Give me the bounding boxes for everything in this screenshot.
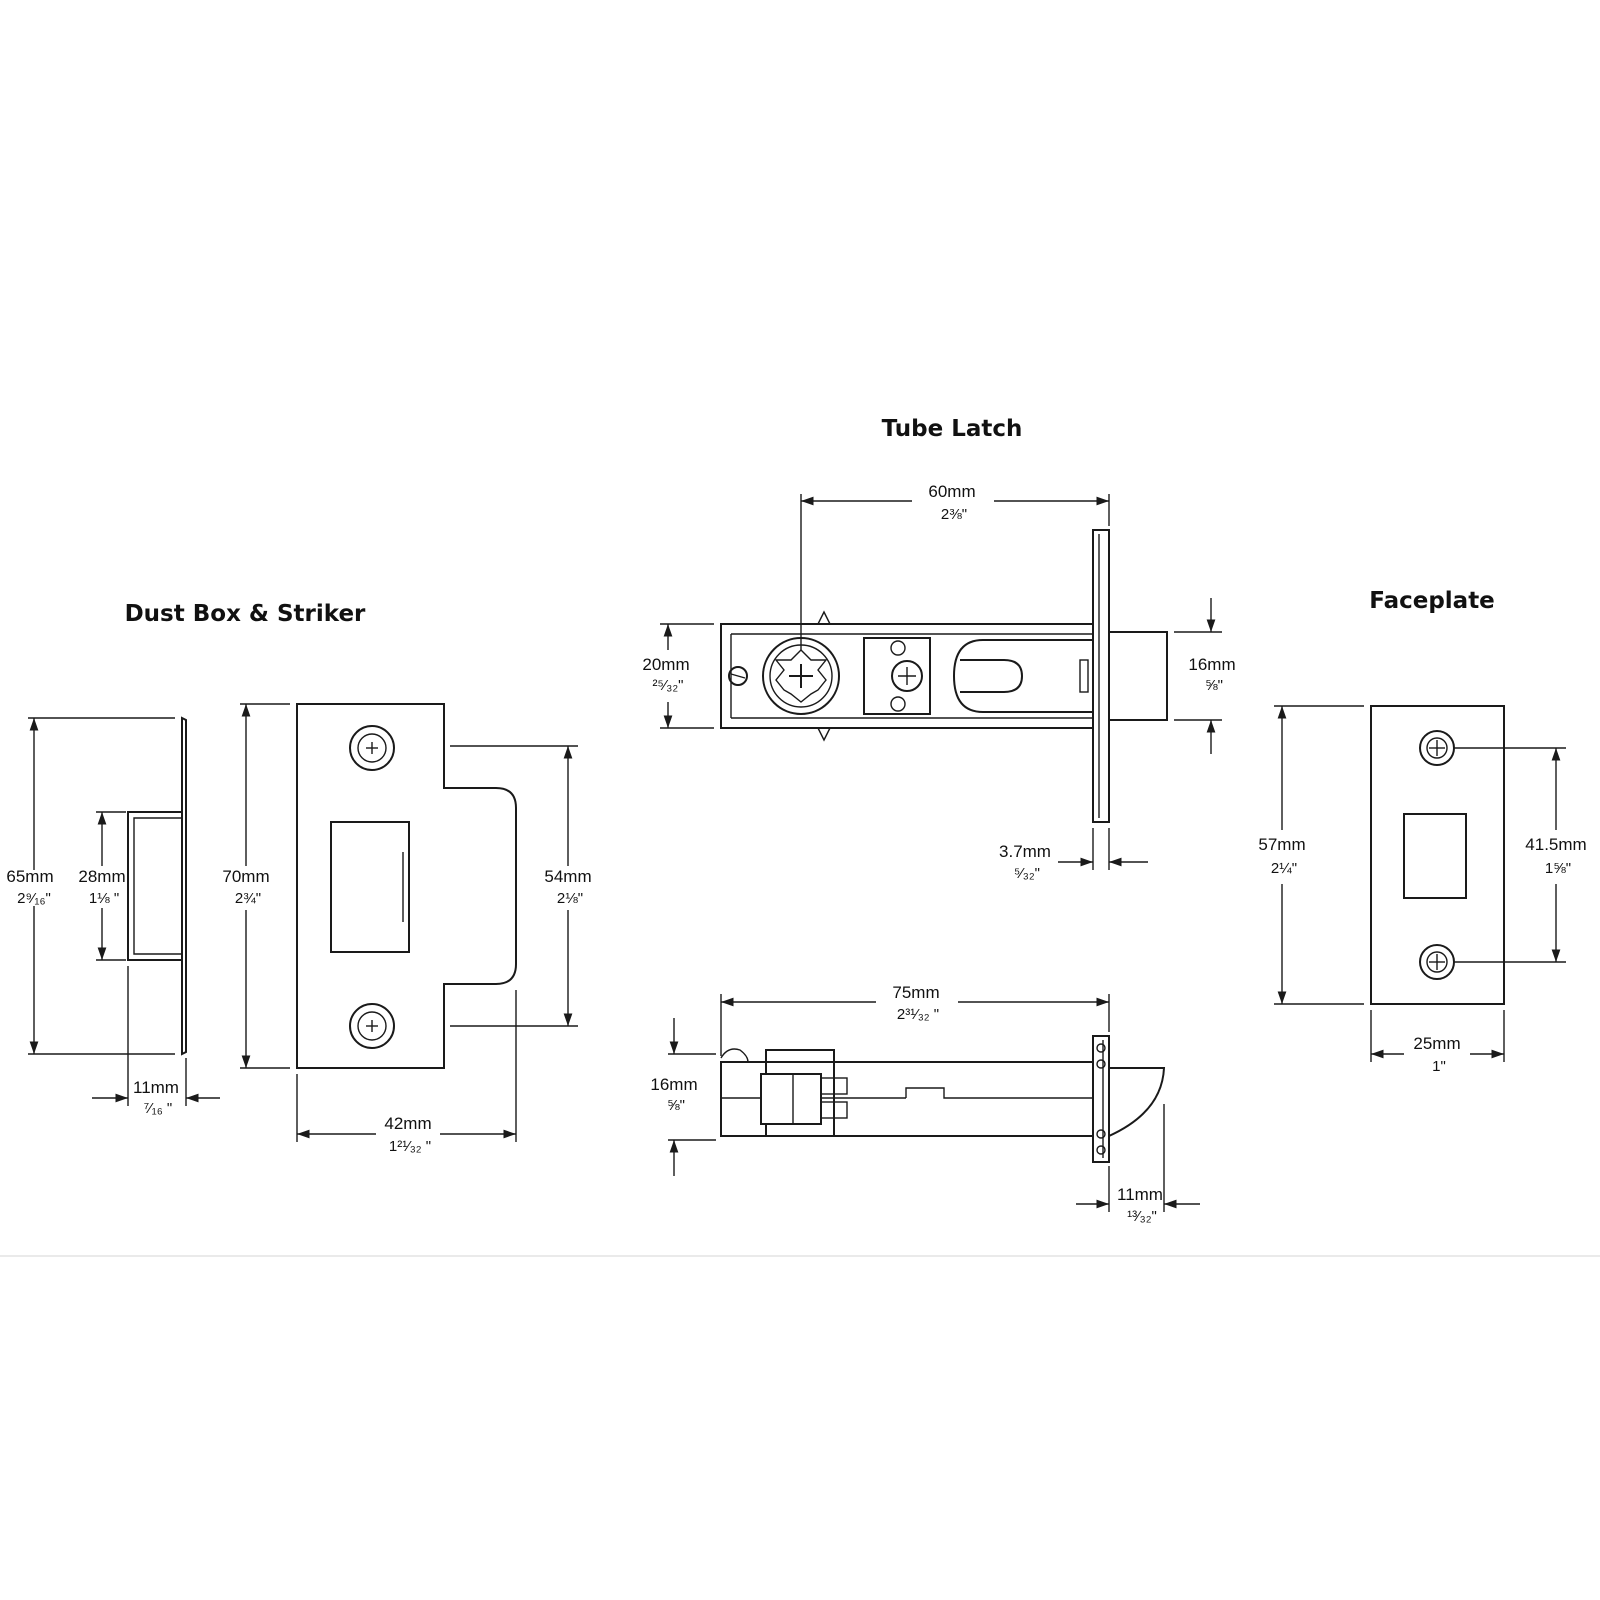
dust-height-mm: 65mm	[6, 867, 53, 886]
face-height-in: 2¼"	[1271, 860, 1297, 877]
faceplate-drawing	[1370, 705, 1505, 1005]
face-width-in: 1"	[1432, 1058, 1446, 1075]
faceplate-screw-bottom	[1419, 944, 1455, 980]
dust-height-in: 2⁹⁄₁₆"	[17, 890, 51, 907]
striker-lip-mm: 54mm	[544, 867, 591, 886]
striker-height-dimension	[240, 703, 290, 1069]
striker-height-in: 2¾"	[235, 890, 261, 907]
tube-latch-title: Tube Latch	[882, 416, 1023, 442]
side-dia-in: ⅝"	[667, 1097, 685, 1114]
dust-box-in: 1⅛ "	[89, 890, 119, 907]
dust-depth-mm: 11mm	[133, 1078, 179, 1097]
face-screw-dimension	[1454, 747, 1566, 963]
length-dimension	[720, 994, 1110, 1056]
dust-depth-dimension	[92, 966, 220, 1106]
face-height-mm: 57mm	[1258, 835, 1305, 854]
length-in: 2³¹⁄₃₂ "	[897, 1006, 939, 1023]
dust-box-dimension	[96, 811, 126, 961]
bolt-height-in: ⅝"	[1205, 677, 1223, 694]
face-height-dimension	[1274, 705, 1364, 1005]
dust-box-drawing	[127, 716, 187, 1056]
backset-dimension	[800, 494, 1110, 650]
striker-lip-dimension	[450, 745, 578, 1027]
throw-in: ¹³⁄₃₂"	[1127, 1208, 1157, 1225]
plate-thickness-mm: 3.7mm	[999, 842, 1051, 861]
length-mm: 75mm	[892, 983, 939, 1002]
dust-box-title: Dust Box & Striker	[125, 601, 366, 627]
tube-latch-side-faceplate	[1092, 1035, 1166, 1163]
throw-mm: 11mm	[1117, 1185, 1163, 1204]
dust-depth-in: ⁷⁄₁₆ "	[144, 1100, 173, 1117]
tube-latch-side-body	[720, 1048, 1094, 1137]
striker-screw-top	[349, 725, 395, 771]
side-dia-dimension	[668, 1018, 716, 1176]
throw-dimension	[1076, 1104, 1200, 1212]
striker-height-mm: 70mm	[222, 867, 269, 886]
tube-latch-body	[720, 610, 1094, 742]
plate-thickness-in: ⁵⁄₃₂"	[1014, 865, 1040, 882]
tube-dia-dimension	[660, 623, 714, 729]
tube-dia-in: ²⁵⁄₃₂"	[653, 677, 684, 694]
backset-mm: 60mm	[928, 482, 975, 501]
face-screw-mm: 41.5mm	[1525, 835, 1586, 854]
face-screw-in: 1⅝"	[1545, 860, 1571, 877]
striker-plate-drawing	[296, 703, 517, 1069]
face-width-mm: 25mm	[1413, 1034, 1460, 1053]
striker-width-mm: 42mm	[384, 1114, 431, 1133]
backset-in: 2⅜"	[941, 506, 967, 523]
bolt-height-mm: 16mm	[1188, 655, 1235, 674]
dust-height-dimension	[28, 717, 175, 1055]
side-dia-mm: 16mm	[650, 1075, 697, 1094]
latch-follower-plate	[863, 637, 931, 715]
dust-box-mm: 28mm	[78, 867, 125, 886]
striker-lip-in: 2⅛"	[557, 890, 583, 907]
plate-thickness-dimension	[1058, 828, 1148, 870]
face-width-dimension	[1370, 1010, 1505, 1062]
striker-screw-bottom	[349, 1003, 395, 1049]
striker-width-in: 1²¹⁄₃₂ "	[389, 1138, 431, 1155]
striker-width-dimension	[296, 990, 517, 1142]
tube-dia-mm: 20mm	[642, 655, 689, 674]
faceplate-screw-top	[1419, 730, 1455, 766]
tube-latch-faceplate-edge	[1092, 529, 1168, 823]
faceplate-title: Faceplate	[1369, 588, 1495, 614]
bolt-height-dimension	[1174, 598, 1222, 754]
latch-slot	[952, 639, 1093, 713]
